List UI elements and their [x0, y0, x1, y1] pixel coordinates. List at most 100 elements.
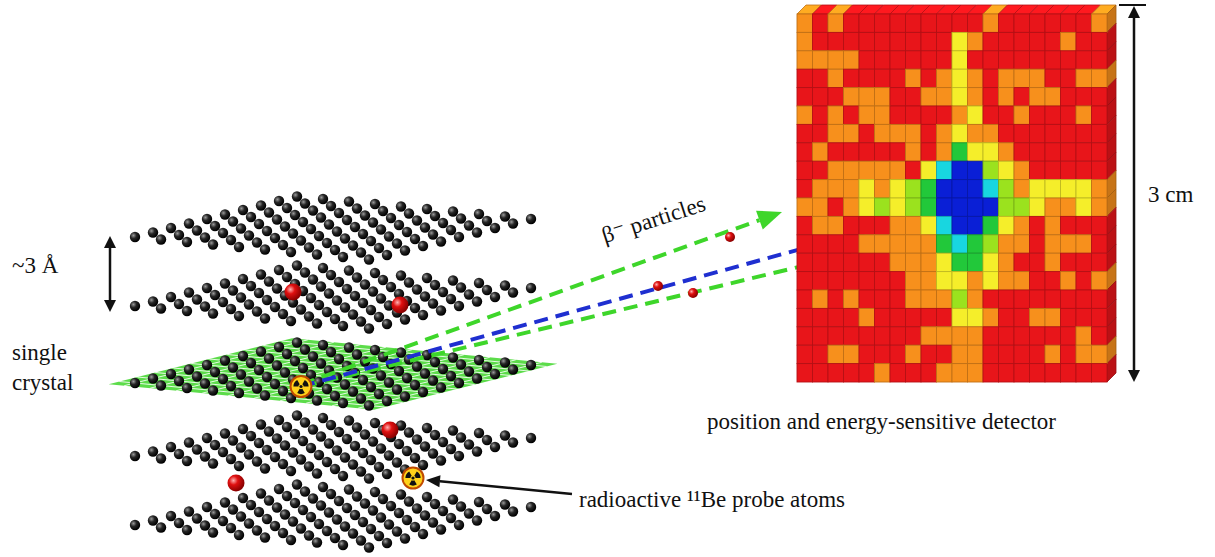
lattice-atom — [184, 506, 194, 516]
lattice-atom — [418, 387, 428, 397]
trefoil-center — [299, 385, 302, 388]
lattice-atom — [184, 218, 194, 228]
detector-pixel — [968, 106, 984, 124]
dimension-arrow — [109, 247, 112, 301]
lattice-atom — [202, 502, 212, 512]
detector-pixel — [952, 327, 968, 345]
detector-pixel — [968, 124, 984, 142]
detector-pixel — [968, 51, 984, 69]
detector-pixel — [1061, 106, 1077, 124]
detector-pixel — [1045, 272, 1061, 290]
lattice-atom — [382, 396, 392, 406]
lattice-atom — [474, 355, 484, 365]
detector-pixel — [875, 345, 891, 363]
lattice-atom — [130, 520, 140, 530]
lattice-atom — [210, 221, 220, 231]
detector-pixel — [999, 69, 1015, 87]
detector-pixel — [813, 106, 829, 124]
lattice-atom — [358, 229, 368, 239]
lattice-atom — [298, 363, 308, 373]
detector-pixel — [999, 32, 1015, 50]
lattice-atom — [192, 444, 202, 454]
detector-pixel — [968, 180, 984, 198]
lattice-atom — [192, 294, 202, 304]
lattice-atom — [326, 347, 336, 357]
detector-pixel — [906, 290, 922, 308]
lattice-atom — [334, 208, 344, 218]
lattice-atom — [526, 433, 536, 443]
detector-pixel — [828, 161, 844, 179]
lattice-atom — [318, 194, 328, 204]
detector-pixel — [952, 364, 968, 382]
detector-pixel — [1076, 308, 1092, 326]
lattice-atom — [210, 440, 220, 450]
lattice-atom — [306, 224, 316, 234]
lattice-atom — [464, 366, 474, 376]
detector-pixel — [890, 32, 906, 50]
lattice-atom — [322, 384, 332, 394]
lattice-atom — [298, 505, 308, 515]
detector-pixel — [1030, 161, 1046, 179]
detector-pixel — [1092, 198, 1108, 216]
detector-pixel — [890, 364, 906, 382]
detector-pixel — [1092, 69, 1108, 87]
lattice-atom — [228, 285, 238, 295]
detector-pixel — [859, 161, 875, 179]
lattice-atom — [256, 200, 266, 210]
dimension-arrow-head — [104, 300, 116, 312]
detector-pixel — [968, 364, 984, 382]
detector-pixel — [859, 290, 875, 308]
detector-pixel — [890, 216, 906, 234]
detector-pixel — [844, 198, 860, 216]
detector-pixel — [844, 272, 860, 290]
detector-pixel — [937, 32, 953, 50]
lattice-atom — [448, 425, 458, 435]
lattice-atom — [392, 526, 402, 536]
lattice-atom — [472, 446, 482, 456]
lattice-atom — [482, 362, 492, 372]
lattice-atom — [332, 514, 342, 524]
detector-pixel — [828, 124, 844, 142]
lattice-atom — [378, 275, 388, 285]
lattice-atom — [340, 233, 350, 243]
lattice-atom — [410, 234, 420, 244]
detector-pixel — [1030, 345, 1046, 363]
detector-pixel — [1045, 235, 1061, 253]
lattice-atom — [412, 215, 422, 225]
trefoil-blade — [297, 389, 305, 394]
lattice-atom — [252, 306, 262, 316]
detector-pixel — [890, 124, 906, 142]
lattice-atom — [472, 227, 482, 237]
lattice-atom — [356, 466, 366, 476]
detector-pixel — [983, 69, 999, 87]
lattice-atom — [474, 278, 484, 288]
detector-pixel — [1014, 161, 1030, 179]
detector-pixel — [844, 143, 860, 161]
detector-pixel — [875, 32, 891, 50]
lattice-atom — [218, 228, 228, 238]
lattice-atom — [174, 518, 184, 528]
detector-pixel — [937, 235, 953, 253]
lattice-atom — [334, 354, 344, 364]
lattice-atom — [252, 525, 262, 535]
lattice-atom — [464, 439, 474, 449]
detector-pixel — [921, 143, 937, 161]
detector-pixel — [1014, 272, 1030, 290]
trefoil-blade — [409, 480, 417, 485]
dimension-label: ~3 Å — [12, 252, 58, 281]
lattice-atom — [402, 373, 412, 383]
detector-pixel — [828, 143, 844, 161]
detector-pixel — [968, 143, 984, 161]
lattice-atom — [208, 308, 218, 318]
lattice-atom — [352, 272, 362, 282]
lattice-atom — [402, 446, 412, 456]
lattice-atom — [508, 364, 518, 374]
detector-pixel — [1061, 198, 1077, 216]
impurity-atom — [392, 297, 409, 314]
lattice-atom — [482, 285, 492, 295]
lattice-atom — [364, 542, 374, 552]
detector-pixel — [1030, 290, 1046, 308]
plane-grid-line — [332, 360, 516, 406]
lattice-atom — [228, 362, 238, 372]
detector-pixel — [906, 180, 922, 198]
